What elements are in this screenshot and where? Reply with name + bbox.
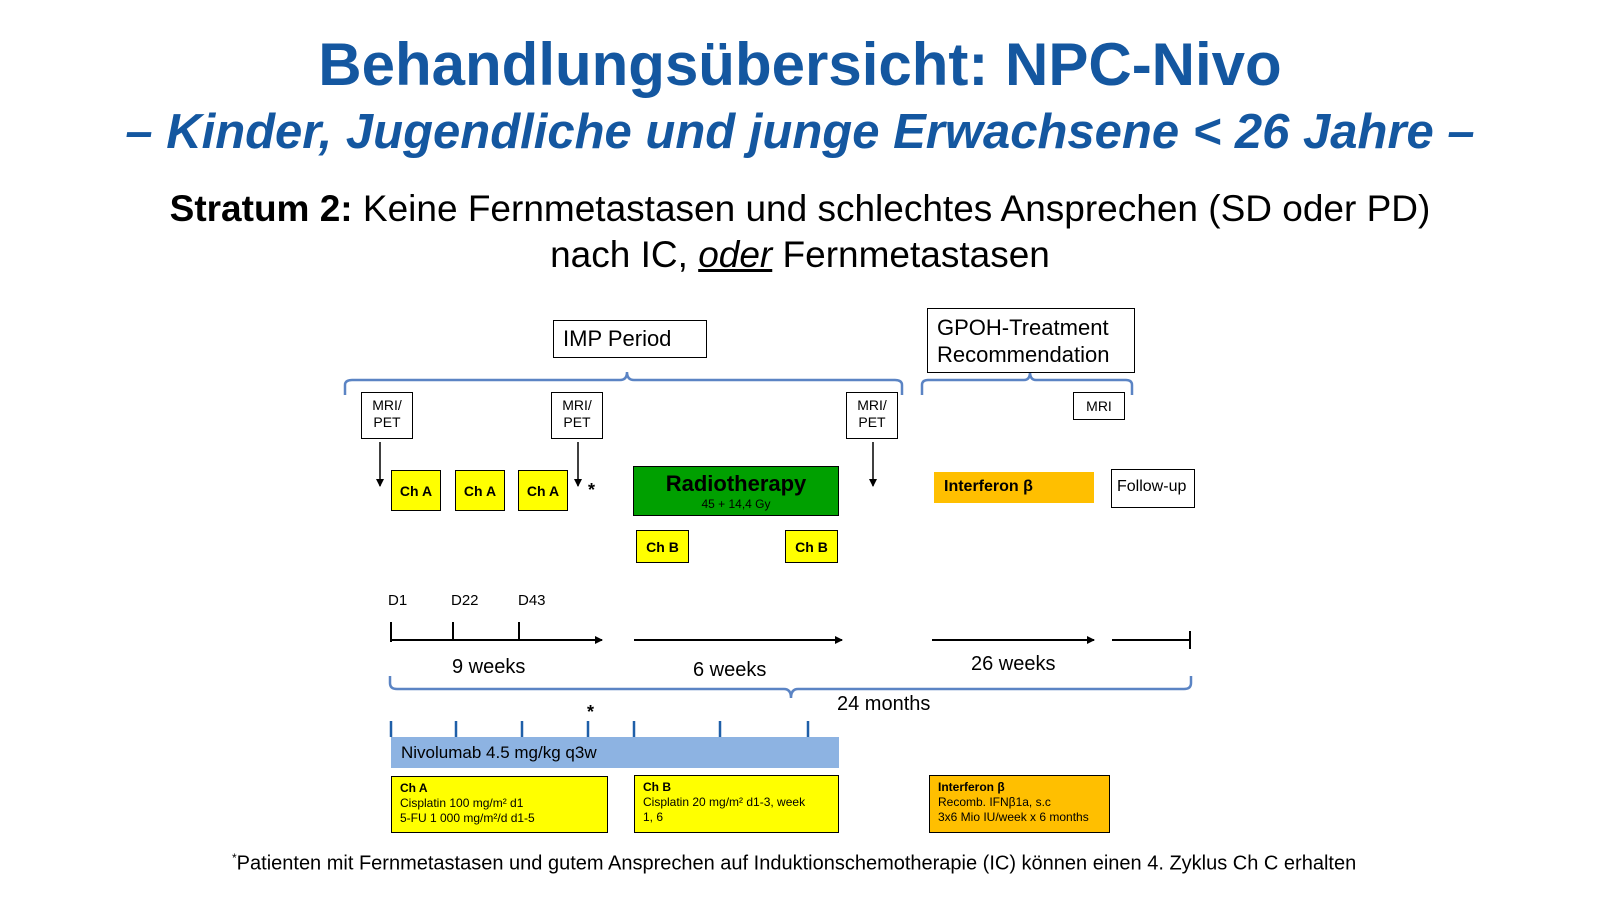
cha-cycle-1: Ch A [391,470,441,511]
nivolumab-asterisk: * [587,702,595,722]
mri-pet-line2: PET [563,414,591,430]
chb-detail-title: Ch B [643,780,671,794]
nivolumab-bar: Nivolumab 4.5 mg/kg q3w [391,737,839,768]
imp-period-brace [343,371,904,395]
cycle4-asterisk: * [588,480,596,500]
radiotherapy-dose: 45 + 14,4 Gy [701,497,771,511]
day-43-label: D43 [518,592,546,609]
mri-pet-box-2: MRI/ PET [551,392,603,439]
total-duration-label: 24 months [837,693,931,715]
stratum-label: Stratum 2: [169,188,353,229]
cha-detail-line1: Cisplatin 100 mg/m² d1 [400,796,524,810]
chb-detail-line1: Cisplatin 20 mg/m² d1-3, week [643,795,806,809]
interferon-detail-line1: Recomb. IFNβ1a, s.c [938,795,1051,809]
stratum-line-2: nach IC, oder Fernmetastasen [0,232,1600,278]
mri-pet-line1: MRI/ [562,397,592,413]
imp-period-label: IMP Period [553,320,707,358]
mri-pet-line1: MRI/ [372,397,402,413]
chb-week-6: Ch B [785,530,838,563]
cha-detail-line2: 5-FU 1 000 mg/m²/d d1-5 [400,811,535,825]
cha-cycle-2: Ch A [455,470,505,511]
page-subtitle: – Kinder, Jugendliche und junge Erwachse… [125,105,1475,159]
interferon-detail-box: Interferon β Recomb. IFNβ1a, s.c 3x6 Mio… [929,775,1110,833]
mri-pet-line2: PET [858,414,886,430]
rt-duration-label: 6 weeks [693,659,767,681]
ic-duration-label: 9 weeks [452,656,526,678]
mri-pet-line1: MRI/ [857,397,887,413]
radiotherapy-label: Radiotherapy [665,471,807,496]
mri-pet-line2: PET [373,414,401,430]
day-22-label: D22 [451,592,479,609]
chb-week-1: Ch B [636,530,689,563]
interferon-block: Interferon β [934,472,1094,503]
interferon-detail-title: Interferon β [938,780,1005,794]
stratum-line2-pre: nach IC, [550,234,699,275]
cha-detail-box: Ch A Cisplatin 100 mg/m² d1 5-FU 1 000 m… [391,776,608,833]
mri-box: MRI [1073,392,1125,420]
gpoh-recommendation-label: GPOH-Treatment Recommendation [927,308,1135,373]
followup-block: Follow-up [1111,469,1195,508]
page-title: Behandlungsübersicht: NPC-Nivo [318,31,1282,98]
day-1-label: D1 [388,592,408,609]
stratum-line-1: Stratum 2: Keine Fernmetastasen und schl… [0,186,1600,232]
stratum-description: Keine Fernmetastasen und schlechtes Ansp… [352,188,1431,229]
stratum-line2-emphasis: oder [698,234,773,275]
chb-detail-line2: 1, 6 [643,810,664,824]
mri-pet-box-3: MRI/ PET [846,392,898,439]
gpoh-line-2: Recommendation [937,342,1110,367]
footnote-text: Patienten mit Fernmetastasen und gutem A… [236,852,1357,875]
cha-cycle-3: Ch A [518,470,568,511]
interferon-detail-line2: 3x6 Mio IU/week x 6 months [938,810,1089,824]
footnote-mark: * [232,851,237,865]
nivolumab-dose-ticks [389,721,810,737]
cha-detail-title: Ch A [400,781,428,795]
radiotherapy-block: Radiotherapy 45 + 14,4 Gy [633,466,839,516]
ifn-duration-label: 26 weeks [971,653,1056,675]
chb-detail-box: Ch B Cisplatin 20 mg/m² d1-3, week 1, 6 [634,775,839,833]
gpoh-line-1: GPOH-Treatment [937,315,1109,340]
stratum-line2-post: Fernmetastasen [772,234,1050,275]
mri-pet-box-1: MRI/ PET [361,392,413,439]
footnote: *Patienten mit Fernmetastasen und gutem … [232,851,1356,876]
total-duration-brace [388,676,1193,699]
